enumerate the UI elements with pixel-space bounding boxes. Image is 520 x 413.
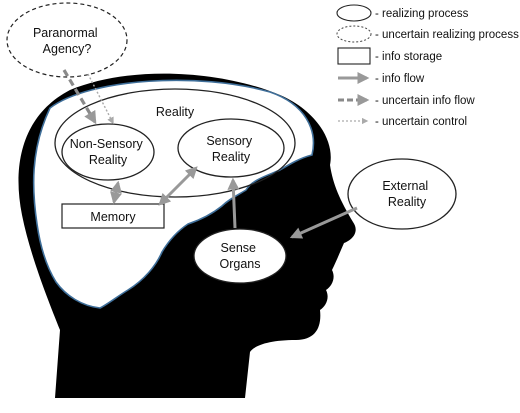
- svg-text:Non-Sensory Reality: Non-Sensory Reality: [70, 137, 146, 167]
- svg-text:External Reality: External Reality: [382, 179, 431, 209]
- legend-label-uncertain-control: - uncertain control: [375, 116, 467, 128]
- arrow-memory-sensory: [158, 166, 198, 206]
- sensory-label-line2: Reality: [212, 150, 251, 164]
- legend: - realizing process - uncertain realizin…: [336, 4, 519, 128]
- external-label-line2: Reality: [388, 195, 427, 209]
- memory-label: Memory: [90, 210, 136, 224]
- sensory-reality-node: [177, 118, 285, 178]
- paranormal-agency-node: [6, 2, 128, 78]
- memory-node: [61, 203, 165, 229]
- legend-label-info-storage: - info storage: [375, 51, 442, 63]
- non-sensory-label-line2: Reality: [89, 153, 128, 167]
- legend-symbol-realizing-process: [336, 4, 372, 22]
- legend-label-uncertain-info-flow: - uncertain info flow: [375, 95, 475, 107]
- non-sensory-reality-node: [61, 123, 155, 181]
- svg-text:Paranormal Agency?: Paranormal Agency?: [33, 26, 101, 56]
- paranormal-label-line2: Agency?: [43, 42, 92, 56]
- non-sensory-label-line1: Non-Sensory: [70, 137, 144, 151]
- arrow-nonsensory-memory: [110, 180, 122, 205]
- legend-symbol-uncertain-realizing-process: [336, 25, 372, 43]
- paranormal-label-line1: Paranormal: [33, 26, 98, 40]
- arrow-senseorgans-to-sensory: [227, 177, 240, 229]
- sense-organs-node: [193, 228, 287, 284]
- reality-label: Reality: [156, 105, 195, 119]
- legend-label-uncertain-realizing-process: - uncertain realizing process: [375, 29, 519, 41]
- svg-text:Sense Organs: Sense Organs: [220, 241, 261, 271]
- external-reality-node: [347, 158, 457, 230]
- sense-organs-label-line2: Organs: [220, 257, 261, 271]
- arrow-paranormal-to-nonsensory: [62, 69, 97, 125]
- legend-label-info-flow: - info flow: [375, 73, 425, 85]
- external-label-line1: External: [382, 179, 428, 193]
- legend-label-realizing-process: - realizing process: [375, 8, 469, 20]
- legend-symbol-info-storage: [337, 47, 371, 65]
- arrow-external-to-senseorgans: [289, 206, 358, 239]
- sensory-label-line1: Sensory: [206, 134, 253, 148]
- sense-organs-label-line1: Sense: [221, 241, 256, 255]
- arrow-paranormal-control: [87, 73, 114, 125]
- svg-text:Sensory Reality: Sensory Reality: [206, 134, 255, 164]
